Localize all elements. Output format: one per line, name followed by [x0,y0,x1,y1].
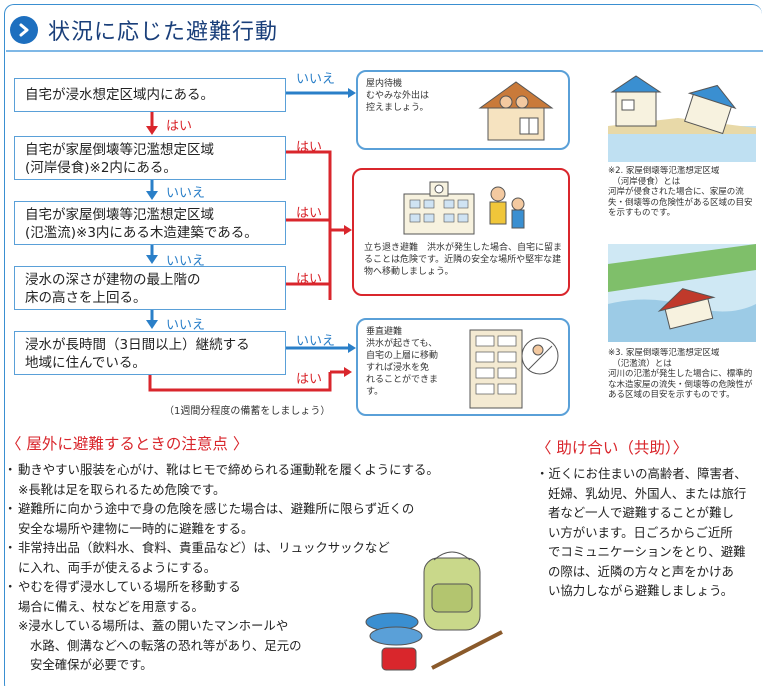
question-flood-zone: 自宅が浸水想定区域内にある。 [14,78,286,112]
mutual-aid-line: い方がいます。日ごろからご近所 [548,524,733,540]
answer-no: いいえ [296,72,336,87]
question-long-duration: 浸水が長時間（3日間以上）継続する 地域に住んでいる。 [14,331,286,375]
result-text: 垂直避難 洪水が起きても、 自宅の上層に移動 すれば浸水を免 れることができま … [366,327,439,397]
emergency-goods-illustration [365,551,503,671]
result-text: 屋内待機 むやみな外出は 控えましょう。 [366,79,430,113]
list-item-line: 避難所に向かう途中で身の危険を感じた場合は、避難所に限らず近くの [18,501,415,516]
note-flood-flow: ※3. 家屋倒壊等氾濫想定区域 （氾濫流）とは 河川の氾濫が発生した場合に、標準… [608,348,753,400]
answer-yes: はい [296,206,323,221]
question-text: 自宅が家屋倒壊等氾濫想定区域 [25,207,214,223]
result-stay-indoors: 屋内待機 むやみな外出は 控えましょう。 [356,70,570,150]
header: 状況に応じた避難行動 [10,14,278,46]
answer-no: いいえ [166,186,206,201]
list-item: やむを得ず浸水している場所を移動する 場合に備え、杖などを用意する。 [4,577,506,616]
outdoor-bullet-list: 動きやすい服装を心がけ、靴はヒモで締められる運動靴を履くようにする。 ※長靴は足… [4,460,506,675]
list-item-line: 水路、側溝などへの転落の恐れ等があり、足元の [30,637,302,653]
list-item-line: 安全確保が必要です。 [30,657,153,672]
panel-frame [4,4,762,686]
question-inundation-depth: 浸水の深さが建物の最上階の 床の高さを上回る。 [14,266,286,310]
arrow-circle-icon [10,16,38,44]
list-item: 動きやすい服装を心がけ、靴はヒモで締められる運動靴を履くようにする。 [4,460,506,480]
list-item-note: ※浸水している場所は、蓋の開いたマンホールや 水路、側溝などへの転落の恐れ等があ… [6,616,506,675]
answer-no: いいえ [166,318,206,333]
mutual-aid-text: ・近くにお住まいの高齢者、障害者、 妊婦、乳幼児、外国人、または旅行 者など一人… [536,464,763,601]
list-item-line: に入れ、両手が使えるようにする。 [18,559,217,575]
question-text: 自宅が浸水想定区域内にある。 [25,87,214,103]
result-vertical-evacuation: 垂直避難 洪水が起きても、 自宅の上層に移動 すれば浸水を免 れることができま … [356,318,570,416]
mutual-aid-line: の際は、近隣の方々と声をかけあ [548,563,734,579]
question-text: 自宅が家屋倒壊等氾濫想定区域 [25,142,214,158]
flow-connectors [146,88,356,392]
answer-no: いいえ [166,254,206,269]
house-illustration [478,81,554,141]
question-text: 浸水の深さが建物の最上階の [25,272,201,288]
mutual-aid-line: 妊婦、乳幼児、外国人、または旅行 [548,485,747,501]
mutual-aid-line: でコミュニケーションをとり、避難 [548,544,746,559]
list-item-line: 安全な場所や建物に一時的に避難をする。 [18,520,254,536]
list-item-line: やむを得ず浸水している場所を移動する [18,579,241,594]
mutual-aid-line: い協力しながら避難しましょう。 [548,583,734,598]
list-item: 非常持出品（飲料水、食料、貴重品など）は、リュックサックなど に入れ、両手が使え… [4,538,506,577]
mutual-aid-line: 者など一人で避難することが難し [548,505,734,520]
question-flood-flow: 自宅が家屋倒壊等氾濫想定区域 (氾濫流)※3内にある木造建築である。 [14,201,286,245]
bank-erosion-illustration [608,75,756,162]
question-text: (河岸侵食)※2内にある。 [25,160,177,176]
question-text: 浸水が長時間（3日間以上）継続する [25,337,250,353]
list-item-line: ※浸水している場所は、蓋の開いたマンホールや [18,618,289,633]
question-bank-erosion: 自宅が家屋倒壊等氾濫想定区域 (河岸侵食)※2内にある。 [14,136,286,180]
answer-no: いいえ [296,334,336,349]
answer-yes: はい [296,372,323,387]
flood-flow-illustration [608,244,756,342]
answer-yes: はい [296,140,323,155]
note-bank-erosion: ※2. 家屋倒壊等氾濫想定区域 （河岸侵食）とは 河岸が侵食された場合に、家屋の… [608,166,753,218]
stockpile-note: （1週間分程度の備蓄をしましょう） [164,406,331,417]
school-evacuation-illustration [403,181,525,235]
outdoor-section-title: 〈 屋外に避難するときの注意点 〉 [6,435,249,453]
answer-yes: はい [296,272,323,287]
list-item-note: ※長靴は足を取られるため危険です。 [18,481,226,497]
mutual-aid-title: 〈 助け合い（共助）〉 [536,439,689,457]
list-item-line: 非常持出品（飲料水、食料、貴重品など）は、リュックサックなど [18,540,390,555]
page-title: 状況に応じた避難行動 [48,20,279,45]
result-evacuate: 立ち退き避難 洪水が発生した場合、自宅に留まることは危険です。近隣の安全な場所や… [352,168,570,296]
list-item-line: 場合に備え、杖などを用意する。 [18,598,204,614]
answer-yes: はい [166,119,193,134]
list-item: 避難所に向かう途中で身の危険を感じた場合は、避難所に限らず近くの 安全な場所や建… [4,499,506,538]
result-text: 立ち退き避難 洪水が発生した場合、自宅に留まることは危険です。近隣の安全な場所や… [364,243,563,277]
question-text: 床の高さを上回る。 [25,290,147,306]
question-text: (氾濫流)※3内にある木造建築である。 [25,225,258,241]
mutual-aid-line: ・近くにお住まいの高齢者、障害者、 [536,466,747,481]
header-divider [6,50,763,52]
apartment-illustration [469,329,559,409]
question-text: 地域に住んでいる。 [25,355,146,371]
